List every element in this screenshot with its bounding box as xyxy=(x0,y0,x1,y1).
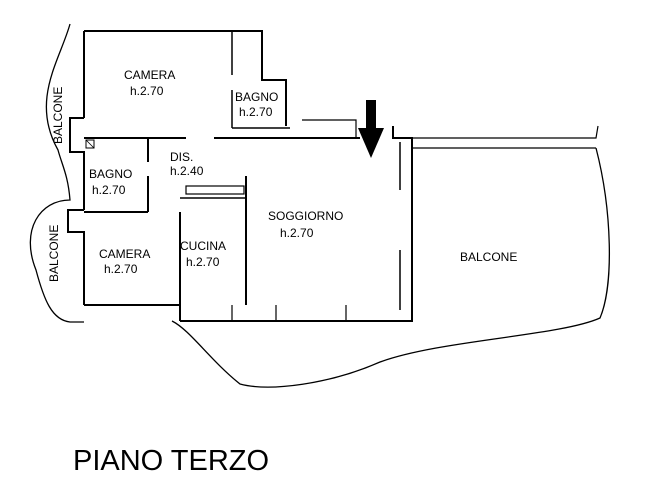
walls xyxy=(29,23,610,388)
room-camera-top-name: CAMERA xyxy=(124,68,175,82)
room-bagno-top-name: BAGNO xyxy=(235,90,278,104)
balcony-right-label: BALCONE xyxy=(460,250,517,264)
room-bagno-left-name: BAGNO xyxy=(89,167,132,181)
room-camera-bottom-name: CAMERA xyxy=(99,247,150,261)
room-dis-name: DIS. xyxy=(170,150,193,164)
floor-title: PIANO TERZO xyxy=(73,445,269,477)
down-arrow-icon xyxy=(358,100,384,158)
room-cucina-height: h.2.70 xyxy=(186,255,220,269)
room-bagno-left-height: h.2.70 xyxy=(92,183,126,197)
room-camera-bottom-height: h.2.70 xyxy=(104,262,138,276)
balcony-left-bottom-label: BALCONE xyxy=(47,225,61,282)
room-dis-height: h.2.40 xyxy=(170,164,204,178)
room-camera-top-height: h.2.70 xyxy=(130,84,164,98)
room-bagno-top-height: h.2.70 xyxy=(239,105,273,119)
room-soggiorno-height: h.2.70 xyxy=(280,226,314,240)
room-soggiorno-name: SOGGIORNO xyxy=(268,209,343,223)
room-cucina-name: CUCINA xyxy=(180,239,226,253)
balcony-left-top-label: BALCONE xyxy=(51,87,65,144)
